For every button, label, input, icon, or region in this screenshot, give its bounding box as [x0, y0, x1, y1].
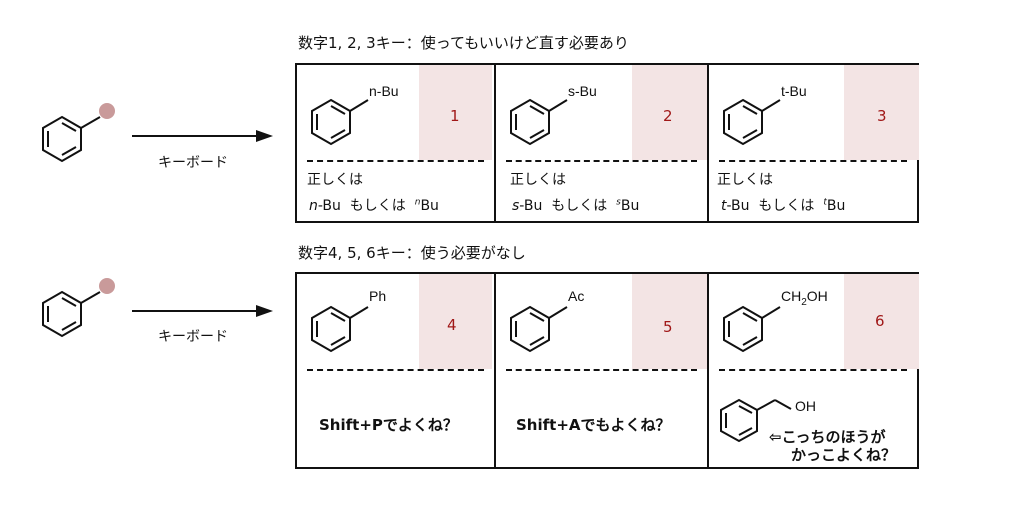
panel-keys-4-6: 4 Ph Shift+Pでよくね？ 5 Ac Shift+Aでもよくね？ 6 [295, 272, 919, 469]
substituent-label: t-Bu [781, 83, 807, 99]
benzene-tbu-icon [723, 98, 781, 146]
substituent-label: s-Bu [568, 83, 597, 99]
key-highlight [419, 274, 492, 369]
key-highlight [844, 274, 919, 369]
key-highlight [632, 65, 707, 160]
key-cell-5: 5 Ac Shift+Aでもよくね？ [494, 274, 707, 467]
alt-notation: s-Bu もしくは sBu [512, 197, 640, 214]
arrow-label: キーボード [158, 155, 228, 171]
section-title-1: 数字1, 2, 3キー：使ってもいいけど直す必要あり [298, 34, 629, 52]
benzene-ch2oh-icon [723, 305, 781, 353]
alt-heading: 正しくは [510, 172, 566, 188]
substituent-label: Ac [568, 288, 585, 304]
key-cell-1: 1 n-Bu 正しくは n-Bu もしくは nBu [297, 65, 494, 221]
note-line-1: ⇦こっちのほうが [769, 428, 886, 446]
panel-keys-1-3: 1 n-Bu 正しくは n-Bu もしくは nBu 2 s-Bu 正しくは [295, 63, 919, 223]
key-highlight [632, 274, 707, 369]
benzene-sbu-icon [510, 98, 568, 146]
benzene-ph-icon [311, 305, 369, 353]
benzene-nbu-icon [311, 98, 369, 146]
key-cell-3: 3 t-Bu 正しくは t-Bu もしくは tBu [707, 65, 919, 221]
divider [719, 369, 907, 371]
alt-notation: n-Bu もしくは nBu [309, 197, 439, 214]
substituent-label: Ph [369, 288, 387, 304]
note-text: Shift+Aでもよくね？ [516, 416, 671, 434]
key-highlight [419, 65, 492, 160]
substituent-label: CH2OH [781, 288, 828, 308]
arrow-icon [132, 130, 273, 142]
benzene-start-icon [42, 278, 115, 338]
key-cell-6: 6 CH2OH OH ⇦こっちのほうが かっこよくね？ [707, 274, 919, 467]
divider [719, 160, 907, 162]
key-cell-4: 4 Ph Shift+Pでよくね？ [297, 274, 494, 467]
key-highlight [844, 65, 919, 160]
benzene-start-icon [42, 103, 115, 163]
divider [307, 160, 484, 162]
substituent-label: n-Bu [369, 83, 399, 99]
key-number: 4 [447, 316, 457, 334]
key-number: 6 [875, 312, 885, 330]
divider [506, 160, 697, 162]
key-number: 5 [663, 318, 673, 336]
alt-group-label: OH [795, 398, 816, 414]
note-text: Shift+Pでよくね？ [319, 416, 458, 434]
key-number: 2 [663, 107, 673, 125]
key-number: 3 [877, 107, 887, 125]
alt-heading: 正しくは [307, 172, 363, 188]
note-line-2: かっこよくね？ [791, 446, 897, 464]
benzyl-alcohol-icon [720, 398, 792, 443]
section-title-2: 数字4, 5, 6キー：使う必要がなし [298, 244, 526, 262]
key-cell-2: 2 s-Bu 正しくは s-Bu もしくは sBu [494, 65, 707, 221]
alt-heading: 正しくは [717, 172, 773, 188]
alt-notation: t-Bu もしくは tBu [721, 197, 846, 214]
arrow-label: キーボード [158, 329, 228, 345]
benzene-ac-icon [510, 305, 568, 353]
key-number: 1 [450, 107, 460, 125]
divider [506, 369, 697, 371]
arrow-icon [132, 305, 273, 317]
divider [307, 369, 484, 371]
